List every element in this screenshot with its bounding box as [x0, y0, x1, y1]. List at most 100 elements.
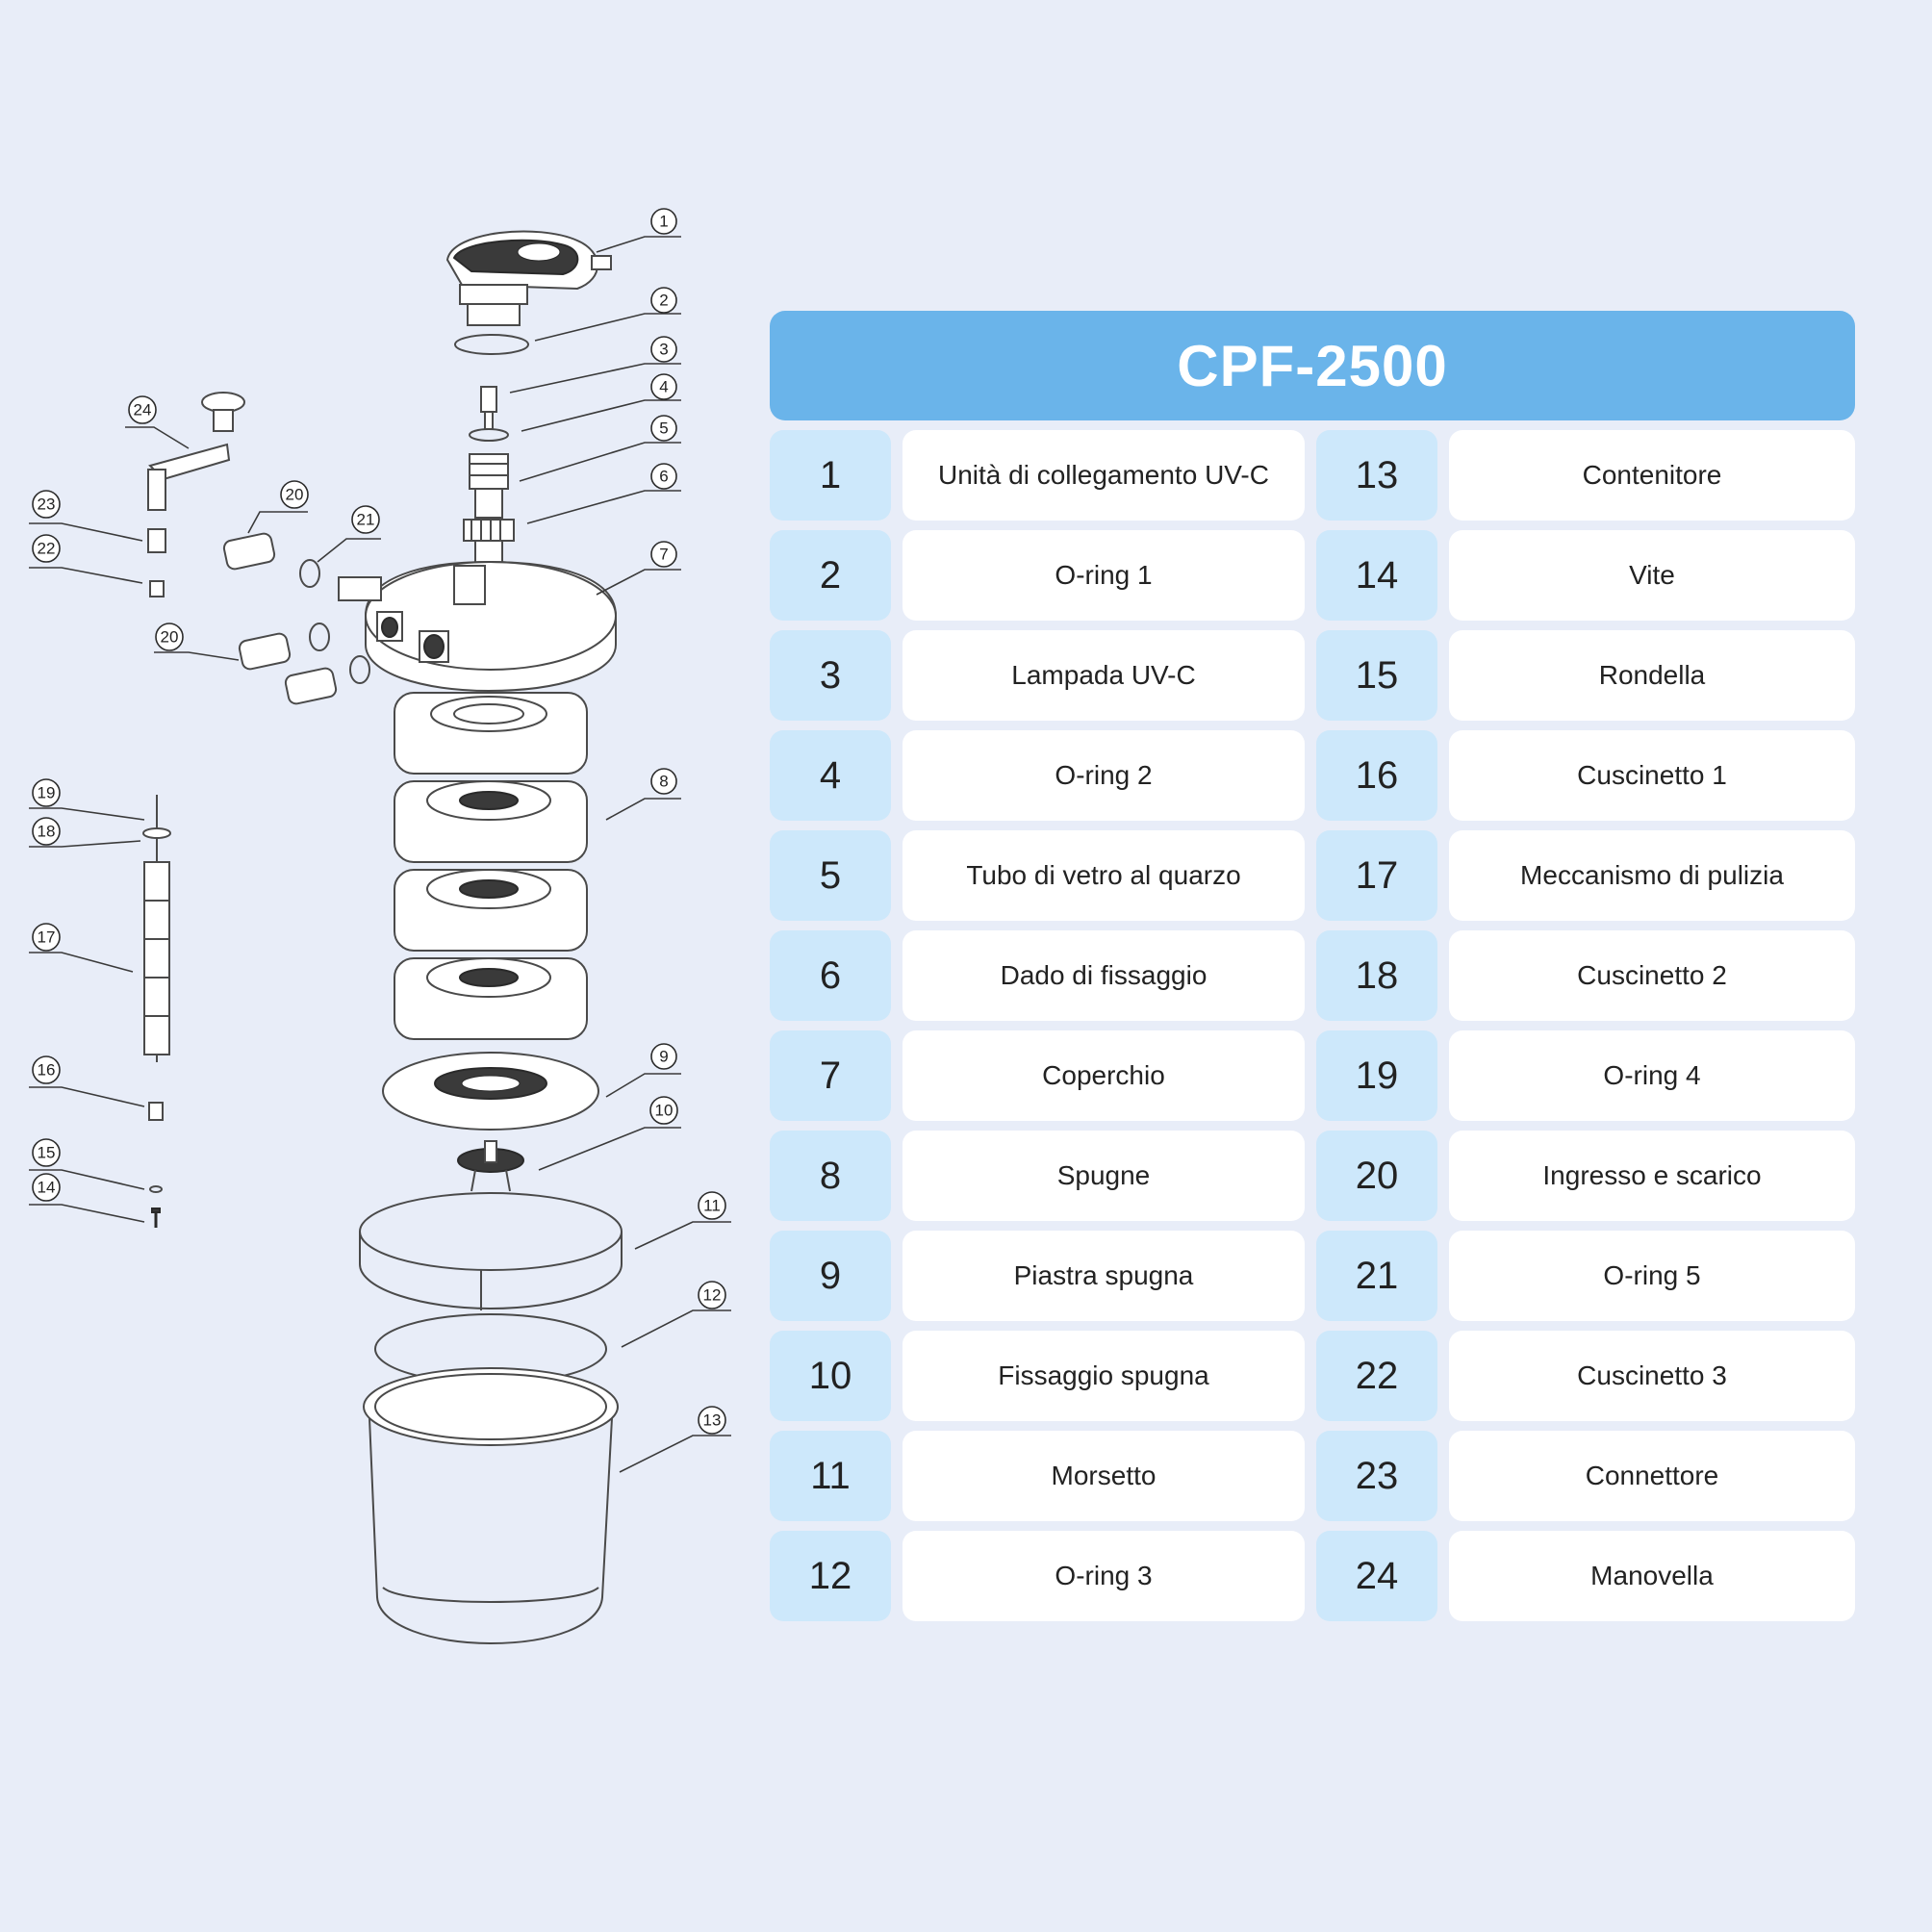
part-name: Cuscinetto 1: [1449, 730, 1855, 821]
callout-2: 2: [650, 287, 677, 314]
svg-text:1: 1: [659, 213, 668, 231]
part-number: 19: [1316, 1030, 1437, 1121]
leader-lines: [29, 236, 731, 1473]
callout-22: 22: [32, 534, 61, 563]
svg-text:17: 17: [38, 928, 56, 947]
callout-24: 24: [128, 395, 157, 424]
part-o-ring-1: [454, 334, 529, 355]
callout-18: 18: [32, 817, 61, 846]
svg-text:16: 16: [38, 1061, 56, 1080]
svg-text:15: 15: [38, 1144, 56, 1162]
part-bearing-3: [149, 580, 165, 597]
callout-11: 11: [698, 1191, 726, 1220]
part-name: Rondella: [1449, 630, 1855, 721]
svg-text:13: 13: [703, 1411, 722, 1430]
part-lid: [338, 560, 617, 693]
part-name: Contenitore: [1449, 430, 1855, 521]
part-name: Manovella: [1449, 1531, 1855, 1621]
part-sponges: [394, 692, 588, 1040]
part-number: 17: [1316, 830, 1437, 921]
svg-text:3: 3: [659, 341, 668, 359]
sponge-1: [394, 692, 588, 775]
part-quartz-tube: [469, 453, 509, 519]
svg-text:7: 7: [659, 546, 668, 564]
part-clamp: [359, 1192, 623, 1310]
part-number: 6: [770, 930, 891, 1021]
callout-3: 3: [650, 336, 677, 363]
part-name: O-ring 4: [1449, 1030, 1855, 1121]
part-fixing-nut: [463, 519, 515, 567]
callout-23: 23: [32, 490, 61, 519]
part-number: 21: [1316, 1231, 1437, 1321]
part-name: O-ring 3: [902, 1531, 1305, 1621]
callout-12: 12: [698, 1281, 726, 1309]
svg-text:5: 5: [659, 419, 668, 438]
part-name: O-ring 1: [902, 530, 1305, 621]
callout-20a: 20: [280, 480, 309, 509]
part-number: 18: [1316, 930, 1437, 1021]
part-name: Lampada UV-C: [902, 630, 1305, 721]
sponge-4: [394, 957, 588, 1040]
exploded-view-diagram: 1 2 3 4 5 6 7 8 9 10 11 12 13 14 15 16 1…: [29, 208, 731, 1645]
part-name: Cuscinetto 3: [1449, 1331, 1855, 1421]
part-uvc-connection-unit: [445, 230, 612, 326]
part-screw: [151, 1208, 161, 1228]
part-name: Meccanismo di pulizia: [1449, 830, 1855, 921]
part-container: [363, 1367, 619, 1645]
part-name: Dado di fissaggio: [902, 930, 1305, 1021]
svg-text:4: 4: [659, 378, 668, 396]
part-crank: [147, 392, 245, 511]
callout-16: 16: [32, 1055, 61, 1084]
svg-text:8: 8: [659, 773, 668, 791]
svg-text:10: 10: [655, 1102, 674, 1120]
callout-7: 7: [650, 541, 677, 568]
part-name: Vite: [1449, 530, 1855, 621]
part-name: Ingresso e scarico: [1449, 1131, 1855, 1221]
part-name: Spugne: [902, 1131, 1305, 1221]
callout-15: 15: [32, 1138, 61, 1167]
callout-4: 4: [650, 373, 677, 400]
callout-9: 9: [650, 1043, 677, 1070]
sponge-2: [394, 780, 588, 863]
callout-6: 6: [650, 463, 677, 490]
part-number: 3: [770, 630, 891, 721]
part-number: 7: [770, 1030, 891, 1121]
svg-text:12: 12: [703, 1286, 722, 1305]
part-number: 12: [770, 1531, 891, 1621]
part-number: 13: [1316, 430, 1437, 521]
part-o-ring-2: [469, 428, 509, 442]
part-number: 14: [1316, 530, 1437, 621]
part-number: 4: [770, 730, 891, 821]
part-inlet-outlet: [222, 532, 338, 705]
part-sponge-fixing: [457, 1140, 524, 1192]
part-name: Coperchio: [902, 1030, 1305, 1121]
part-o-ring-5: [299, 559, 370, 684]
part-name: Cuscinetto 2: [1449, 930, 1855, 1021]
part-number: 24: [1316, 1531, 1437, 1621]
part-number: 8: [770, 1131, 891, 1221]
part-number: 23: [1316, 1431, 1437, 1521]
part-number: 11: [770, 1431, 891, 1521]
part-uvc-lamp: [480, 386, 497, 430]
